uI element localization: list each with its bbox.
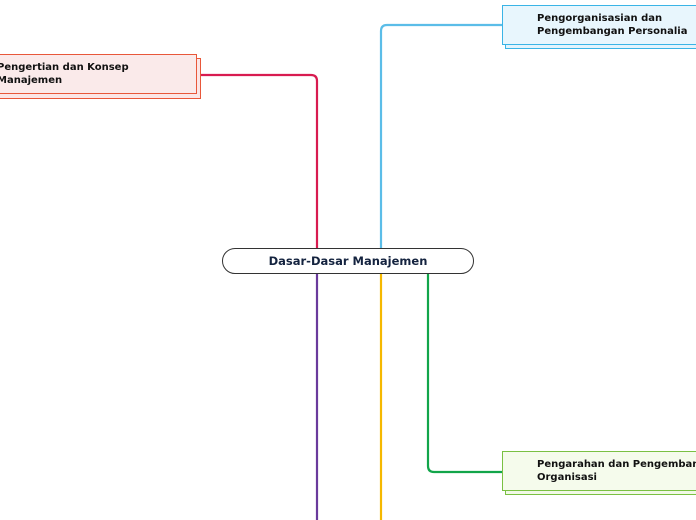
topic-green-text: Pengarahan dan Pengembangan Organisasi (537, 458, 696, 484)
topic-pengertian-dan-konsep[interactable]: Pengertian dan Konsep Manajemen (0, 54, 197, 94)
connector-green (426, 274, 502, 474)
topic-red-line1: Pengertian dan Konsep (0, 62, 129, 73)
connector-red (200, 73, 319, 248)
topic-pengarahan[interactable]: Pengarahan dan Pengembangan Organisasi (502, 451, 696, 491)
topic-pengorganisasian[interactable]: Pengorganisasian dan Pengembangan Person… (502, 5, 696, 45)
topic-blue-line2: Pengembangan Personalia (537, 26, 688, 37)
topic-green-line2: Organisasi (537, 472, 597, 483)
central-topic[interactable]: Dasar-Dasar Manajemen (222, 248, 474, 274)
topic-blue-line1: Pengorganisasian dan (537, 13, 663, 24)
topic-green-line1: Pengarahan dan Pengembangan (537, 459, 696, 470)
topic-red-line2: Manajemen (0, 75, 63, 86)
connector-blue (379, 23, 502, 248)
topic-blue-text: Pengorganisasian dan Pengembangan Person… (537, 12, 687, 38)
topic-red-text: Pengertian dan Konsep Manajemen (0, 61, 129, 87)
